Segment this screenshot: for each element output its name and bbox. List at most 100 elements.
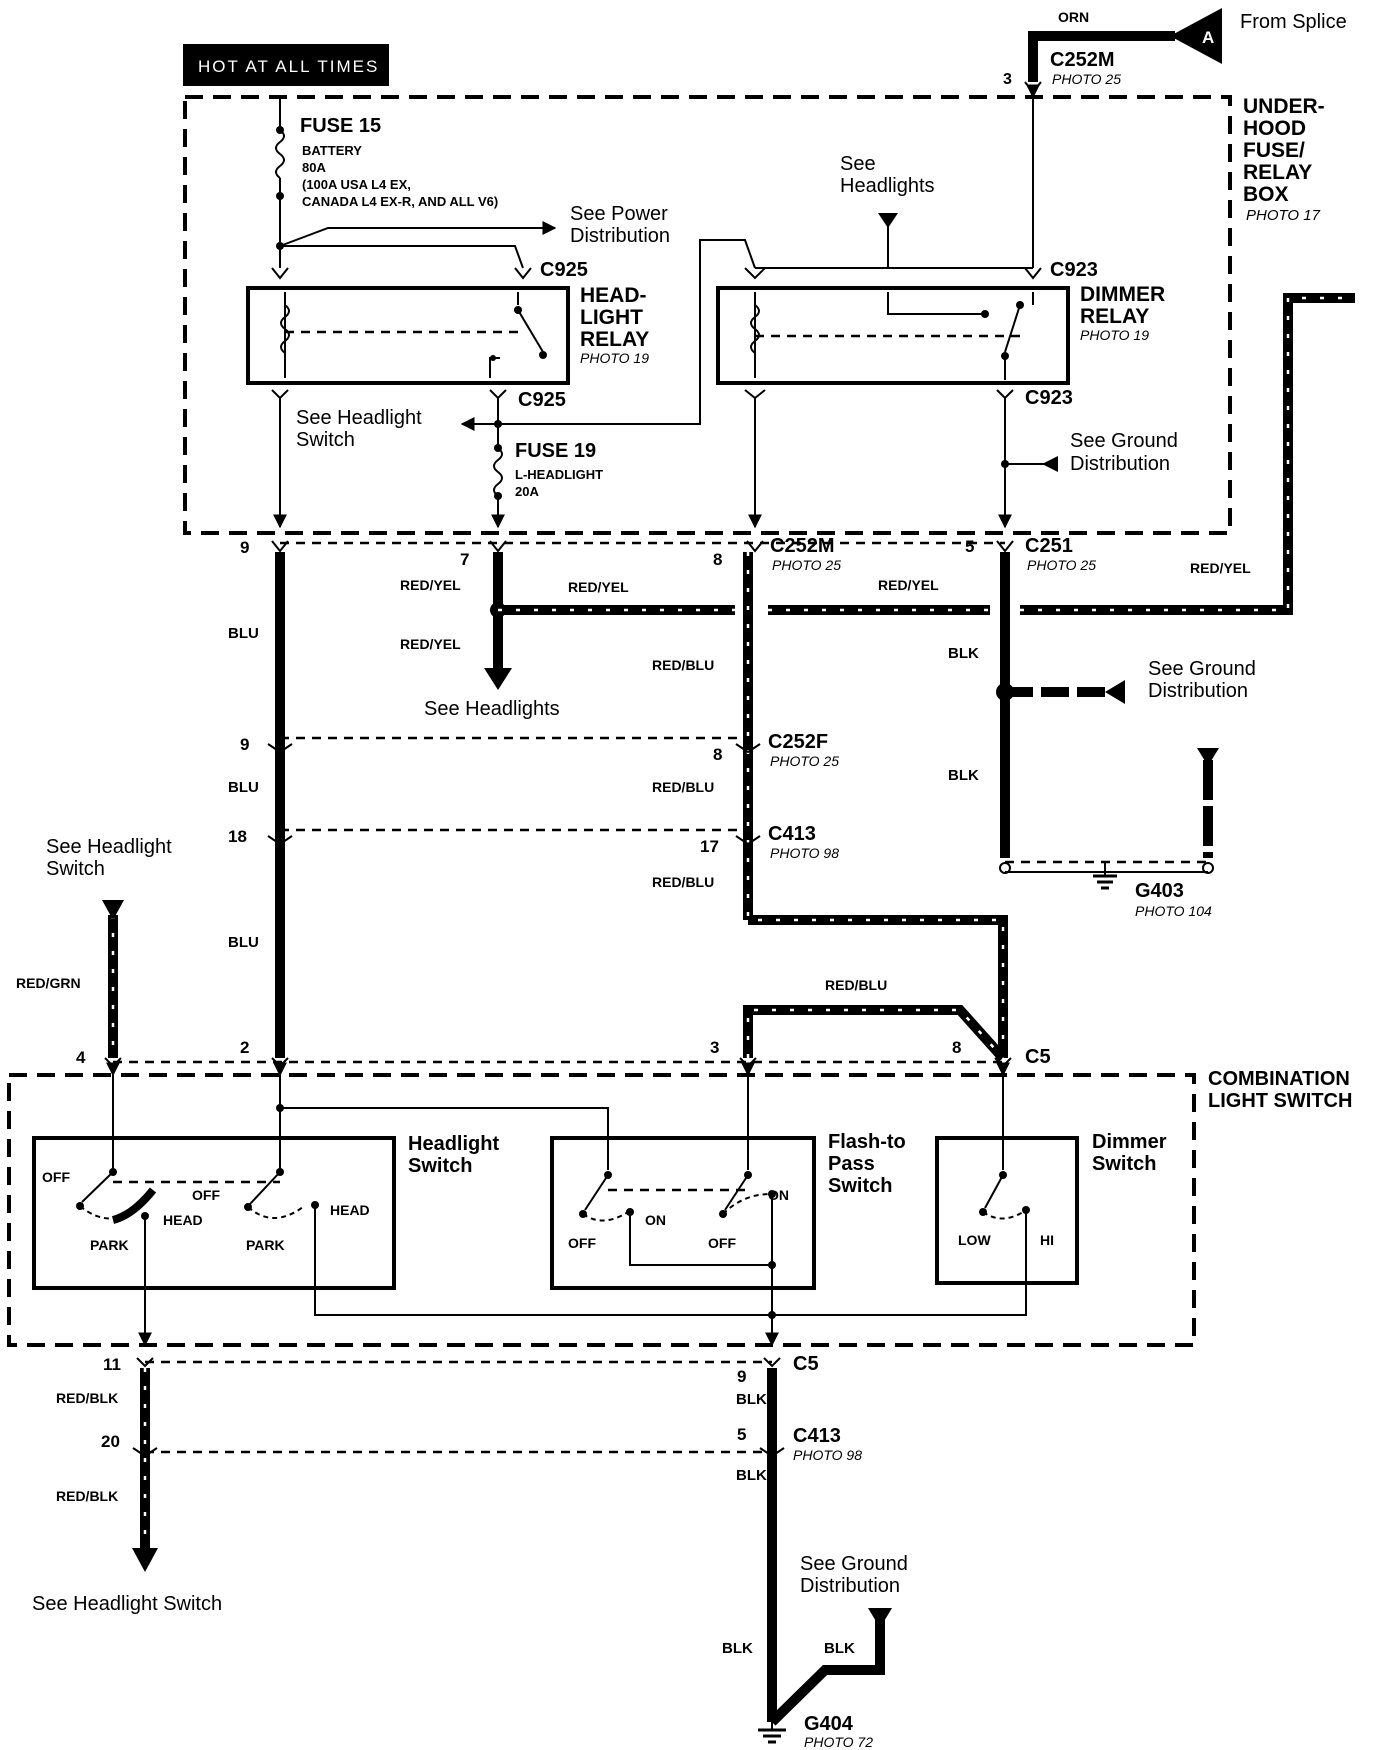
dimmer-relay-coil — [750, 304, 760, 354]
fuse19-symbol — [493, 447, 503, 497]
dimmer-relay-conn-bot: C923 — [1025, 387, 1073, 409]
svg-text:BLU: BLU — [228, 779, 259, 796]
svg-text:HEAD: HEAD — [163, 1212, 203, 1228]
splice-marker: A — [1202, 28, 1214, 47]
svg-text:BLK: BLK — [722, 1640, 753, 1657]
svg-text:BLU: BLU — [228, 625, 259, 642]
svg-text:HI: HI — [1040, 1232, 1054, 1248]
svg-text:5: 5 — [737, 1425, 746, 1444]
see-power-distribution: See Power Distribution — [570, 203, 673, 247]
svg-text:5: 5 — [965, 537, 974, 556]
svg-text:8: 8 — [952, 1038, 961, 1057]
svg-text:RED/BLK: RED/BLK — [56, 1488, 118, 1504]
ground-ref-arrow-3-icon — [868, 1608, 892, 1628]
svg-text:PHOTO 25: PHOTO 25 — [770, 753, 839, 769]
svg-text:PARK: PARK — [90, 1237, 129, 1253]
svg-text:20: 20 — [101, 1432, 120, 1451]
headlights-ref-arrow-icon — [878, 213, 898, 228]
svg-text:11: 11 — [103, 1355, 121, 1374]
fuse19-details: L-HEADLIGHT 20A — [515, 467, 607, 499]
c413b-name: C413 — [793, 1425, 841, 1447]
svg-text:8: 8 — [713, 745, 722, 764]
svg-text:RED/YEL: RED/YEL — [878, 577, 939, 593]
svg-text:RED/BLU: RED/BLU — [652, 657, 714, 673]
svg-text:HEAD: HEAD — [330, 1202, 370, 1218]
svg-text:9: 9 — [737, 1367, 746, 1386]
from-splice-label: From Splice — [1240, 11, 1347, 33]
power-dist-arrow — [279, 221, 557, 247]
svg-text:PHOTO 72: PHOTO 72 — [804, 1734, 873, 1750]
svg-text:RED/BLU: RED/BLU — [825, 977, 887, 993]
red-blk-down-arrow-icon — [132, 1548, 158, 1572]
svg-text:17: 17 — [700, 837, 719, 856]
svg-text:BLK: BLK — [948, 645, 979, 662]
see-ground-distribution-1: See Ground Distribution — [1070, 430, 1183, 475]
red-blu-flash-wire — [743, 1005, 1007, 1062]
svg-text:PHOTO 25: PHOTO 25 — [1027, 557, 1096, 573]
see-ground-distribution-3: See Ground Distribution — [800, 1553, 913, 1597]
c252f-name: C252F — [768, 731, 828, 753]
headlight-switch-title: Headlight Switch — [408, 1133, 505, 1177]
c5b-name: C5 — [793, 1353, 819, 1375]
hot-label: HOT AT ALL TIMES — [198, 57, 379, 76]
source-connector-symbol — [1024, 81, 1042, 94]
headlight-relay-photo: PHOTO 19 — [580, 350, 649, 366]
svg-text:BLU: BLU — [228, 934, 259, 951]
svg-text:8: 8 — [713, 550, 722, 569]
svg-text:PHOTO 25: PHOTO 25 — [772, 557, 841, 573]
svg-text:PHOTO 98: PHOTO 98 — [770, 845, 839, 861]
dimmer-relay-contact — [1004, 304, 1021, 353]
svg-text:PHOTO 98: PHOTO 98 — [793, 1447, 862, 1463]
c251-name: C251 — [1025, 535, 1073, 557]
dimmer-switch-box — [935, 1136, 1079, 1285]
splice-arrow-icon — [1170, 8, 1222, 64]
ground-top-arrow-icon — [1197, 748, 1219, 766]
red-grn-top-arrow-icon — [102, 900, 124, 920]
svg-text:ON: ON — [645, 1212, 666, 1228]
svg-text:PHOTO 104: PHOTO 104 — [1135, 903, 1212, 919]
svg-text:BLK: BLK — [736, 1467, 767, 1484]
source-pin: 3 — [1003, 71, 1012, 88]
g404-name: G404 — [804, 1713, 854, 1735]
combo-switch-border — [7, 1073, 1196, 1347]
dimmer-switch-title: Dimmer Switch — [1092, 1131, 1172, 1175]
svg-text:RED/GRN: RED/GRN — [16, 975, 81, 991]
hot-label-box — [183, 44, 389, 86]
dimmer-relay-box — [716, 286, 1070, 385]
svg-text:OFF: OFF — [708, 1235, 736, 1251]
svg-text:OFF: OFF — [192, 1187, 220, 1203]
svg-text:18: 18 — [228, 827, 247, 846]
source-connector: C252M — [1050, 49, 1114, 71]
svg-text:4: 4 — [76, 1048, 86, 1067]
svg-text:OFF: OFF — [42, 1169, 70, 1185]
svg-text:BLK: BLK — [948, 767, 979, 784]
fuse15-symbol — [275, 129, 285, 179]
hl-relay-conn-bot: C925 — [518, 389, 566, 411]
g404-ground-icon — [758, 1722, 786, 1744]
c252m-name: C252M — [770, 535, 834, 557]
hl-relay-coil — [280, 304, 290, 354]
ground-ref-arrow-2-icon — [1105, 680, 1125, 704]
fusebox-photo: PHOTO 17 — [1246, 207, 1321, 224]
fuse15-details: BATTERY 80A (100A USA L4 EX, CANADA L4 E… — [302, 143, 498, 209]
headlights-down-arrow-icon — [484, 668, 512, 690]
svg-text:ON: ON — [768, 1187, 789, 1203]
svg-text:RED/YEL: RED/YEL — [1190, 560, 1251, 576]
flash-to-pass-switch-box — [550, 1136, 816, 1290]
ground-ref-arrow-icon — [1042, 456, 1058, 472]
svg-text:RED/YEL: RED/YEL — [400, 636, 461, 652]
headlight-switch-box — [32, 1136, 396, 1290]
combo-switch-title: COMBINATION LIGHT SWITCH — [1208, 1068, 1355, 1112]
svg-text:9: 9 — [240, 538, 249, 557]
dimmer-relay-conn-top: C923 — [1050, 259, 1098, 281]
svg-text:PARK: PARK — [246, 1237, 285, 1253]
flash-to-pass-title: Flash-to Pass Switch — [828, 1131, 911, 1197]
svg-text:RED/BLK: RED/BLK — [56, 1390, 118, 1406]
fuse15-name: FUSE 15 — [300, 115, 381, 137]
svg-text:BLK: BLK — [736, 1391, 767, 1408]
c413a-name: C413 — [768, 823, 816, 845]
fuse19-name: FUSE 19 — [515, 440, 596, 462]
see-headlights-mid: See Headlights — [424, 698, 560, 720]
orn-label: ORN — [1058, 9, 1089, 25]
dimmer-relay-photo: PHOTO 19 — [1080, 327, 1149, 343]
